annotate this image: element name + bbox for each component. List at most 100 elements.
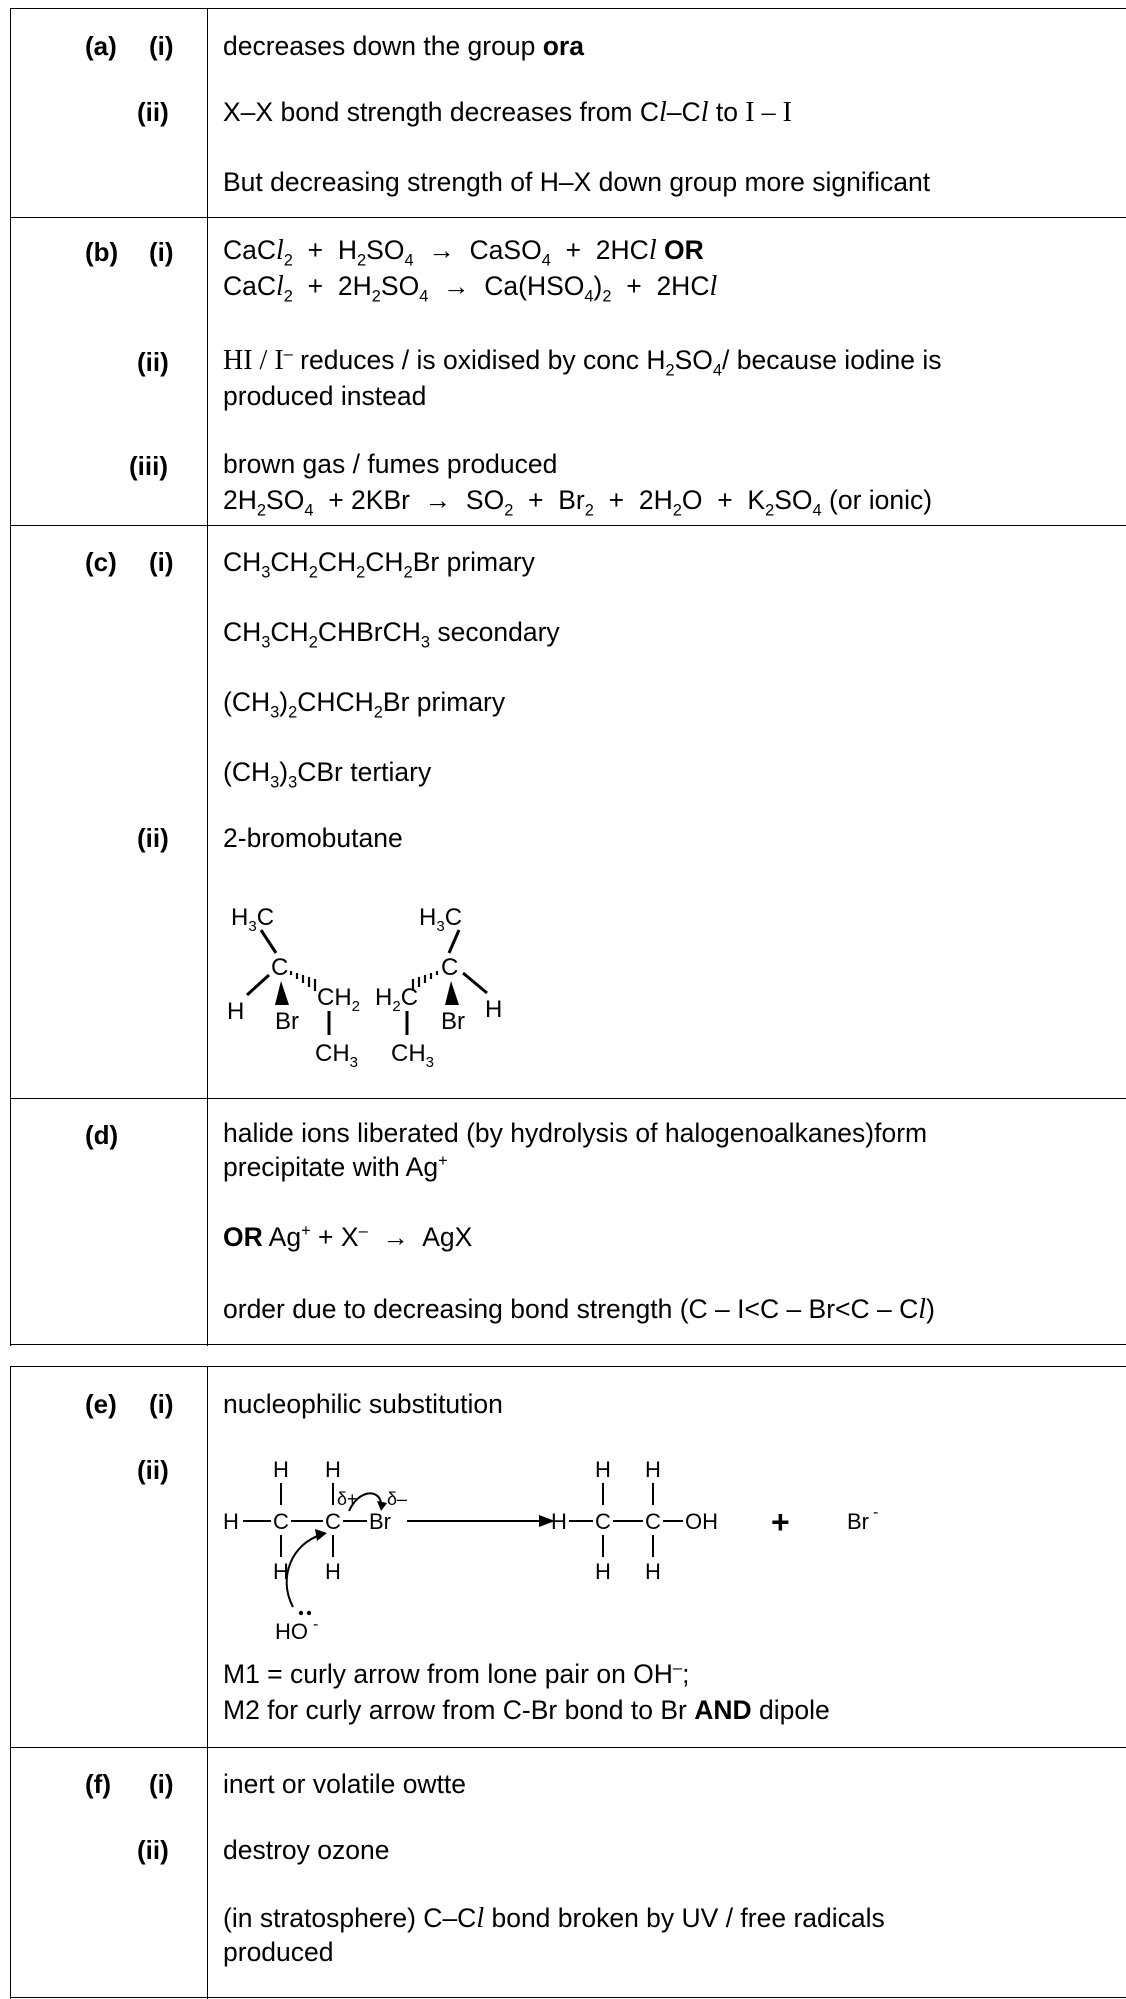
part-label-a: (a): [85, 31, 117, 61]
dash-c: –C: [666, 97, 701, 127]
answer-b-ii-text: reduces / is oxidised by conc H: [300, 345, 666, 375]
row-c: (c) (i) CH3CH2CH2CH2Br primary CH3CH2CHB…: [11, 525, 1126, 1099]
part-label-f: (f): [85, 1769, 111, 1799]
answer-e-i: nucleophilic substitution: [223, 1389, 503, 1419]
mark-scheme-table-1: (a) (i) decreases down the group ora (ii…: [10, 8, 1126, 1346]
svg-text:H: H: [595, 1457, 611, 1482]
svg-text:H2C: H2C: [375, 984, 418, 1015]
answer-a-ii-line2: But decreasing strength of H–X down grou…: [223, 167, 931, 197]
svg-text:Br: Br: [847, 1509, 869, 1534]
svg-text:CH2: CH2: [317, 984, 360, 1015]
hi-text: HI / I: [223, 345, 284, 376]
answer-f-ii: destroy ozone: [223, 1835, 390, 1865]
svg-text:H: H: [273, 1457, 289, 1482]
answer-f-i: inert or volatile owtte: [223, 1769, 467, 1799]
part-label-c: (c): [85, 547, 117, 577]
equation-b-i-1: CaCl2 + H2SO4 → CaSO4 + 2HCl OR: [223, 235, 704, 270]
subpart-label-b-i: (i): [149, 237, 174, 267]
answer-a-i-text: decreases down the group: [223, 31, 536, 61]
isomer-1: CH3CH2CH2CH2Br primary: [223, 547, 535, 582]
svg-text:H: H: [551, 1509, 567, 1534]
isomer-type: primary: [446, 547, 535, 577]
svg-text:Br: Br: [369, 1509, 391, 1534]
answer-d-line4-text: order due to decreasing bond strength (C…: [223, 1294, 919, 1324]
answer-a-ii-line1: X–X bond strength decreases from Cl–Cl t…: [223, 95, 792, 130]
row-a: (a) (i) decreases down the group ora (ii…: [11, 9, 1126, 218]
subpart-label-b-ii: (ii): [137, 347, 169, 377]
chlorine-l: l: [476, 1903, 485, 1934]
subpart-label-e-ii: (ii): [137, 1455, 169, 1485]
answer-f-ii-line3: produced: [223, 1937, 334, 1967]
isomer-type: secondary: [437, 617, 560, 647]
mark-m2-text: M2 for curly arrow from C-Br bond to Br: [223, 1695, 687, 1725]
part-label-d: (d): [85, 1120, 119, 1150]
svg-text:H: H: [325, 1457, 341, 1482]
svg-text:Br: Br: [441, 1008, 465, 1035]
or-label: OR: [223, 1222, 263, 1252]
row-b: (b) (i) CaCl2 + H2SO4 → CaSO4 + 2HCl OR …: [11, 217, 1126, 526]
answer-d-line2: precipitate with Ag+: [223, 1152, 448, 1182]
chlorine-l: l: [700, 97, 709, 128]
isomer-2: CH3CH2CHBrCH3 secondary: [223, 617, 560, 652]
equation-b-i-2: CaCl2 + 2H2SO4 → Ca(HSO4)2 + 2HCl: [223, 271, 718, 306]
chlorine-l: l: [918, 1294, 927, 1325]
answer-f-ii-text-a: (in stratosphere) C–C: [223, 1903, 477, 1933]
subpart-label-a-i: (i): [149, 31, 174, 61]
and-label: AND: [694, 1695, 752, 1725]
svg-text:CH3: CH3: [391, 1040, 434, 1071]
chlorine-l: l: [659, 97, 667, 128]
svg-text:H3C: H3C: [231, 904, 274, 935]
isomer-3: (CH3)2CHCH2Br primary: [223, 687, 506, 722]
svg-text:C: C: [271, 954, 288, 981]
answer-b-ii-tail: / because iodine is: [722, 345, 942, 375]
svg-text:C: C: [325, 1509, 341, 1534]
svg-text:HO: HO: [275, 1619, 308, 1644]
svg-text:H: H: [227, 998, 244, 1025]
answer-d-line4: order due to decreasing bond strength (C…: [223, 1292, 935, 1327]
subpart-label-b-iii: (iii): [129, 451, 168, 481]
column-divider: [207, 1367, 208, 1999]
svg-text:C: C: [645, 1509, 661, 1534]
subpart-label-c-i: (i): [149, 547, 174, 577]
subpart-label-f-i: (i): [149, 1769, 174, 1799]
svg-text:δ+: δ+: [337, 1489, 358, 1509]
subpart-label-e-i: (i): [149, 1389, 174, 1419]
or-label: OR: [663, 235, 704, 265]
svg-text:C: C: [273, 1509, 289, 1534]
part-label-b: (b): [85, 237, 119, 267]
svg-text:H: H: [645, 1559, 661, 1584]
answer-d-line2-text: precipitate with Ag: [223, 1152, 439, 1182]
or-ionic: (or ionic): [829, 485, 933, 515]
answer-b-ii-line1: HI / I– reduces / is oxidised by conc H2…: [223, 345, 942, 380]
answer-d-equation: OR Ag+ + X– → AgX: [223, 1222, 473, 1252]
svg-text:H: H: [485, 996, 502, 1023]
answer-c-ii: 2-bromobutane: [223, 823, 403, 853]
svg-text:-: -: [873, 1504, 878, 1521]
svg-text:OH: OH: [685, 1509, 718, 1534]
svg-text:+: +: [771, 1504, 790, 1540]
svg-text:H: H: [595, 1559, 611, 1584]
answer-a-ii-text: X–X bond strength decreases from C: [223, 97, 660, 127]
subpart-label-f-ii: (ii): [137, 1835, 169, 1865]
row-f: (f) (i) inert or volatile owtte (ii) des…: [11, 1747, 1126, 1998]
svg-text:H: H: [223, 1509, 239, 1534]
equation-b-iii: 2H2SO4 + 2KBr → SO2 + Br2 + 2H2O + K2SO4…: [223, 485, 933, 520]
svg-text:C: C: [441, 954, 458, 981]
close-paren: ): [926, 1294, 935, 1324]
mark-m1: M1 = curly arrow from lone pair on OH–;: [223, 1659, 690, 1689]
answer-b-ii-line2: produced instead: [223, 381, 427, 411]
mark-m2: M2 for curly arrow from C-Br bond to Br …: [223, 1693, 830, 1727]
isomer-type: primary: [416, 687, 506, 717]
mark-scheme-table-2: (e) (i) nucleophilic substitution (ii) H…: [10, 1366, 1126, 1999]
answer-a-i: decreases down the group ora: [223, 29, 584, 63]
isomer-4: (CH3)3CBr tertiary: [223, 757, 432, 792]
subpart-label-a-ii: (ii): [137, 97, 169, 127]
row-d: (d) halide ions liberated (by hydrolysis…: [11, 1098, 1126, 1345]
svg-text:CH3: CH3: [315, 1040, 358, 1071]
product-agx: AgX: [422, 1222, 473, 1252]
mark-m1-text: M1 = curly arrow from lone pair on OH: [223, 1659, 673, 1689]
ora-label: ora: [542, 31, 584, 61]
answer-f-ii-text-b: bond broken by UV / free radicals: [484, 1903, 885, 1933]
column-divider: [207, 9, 208, 1346]
